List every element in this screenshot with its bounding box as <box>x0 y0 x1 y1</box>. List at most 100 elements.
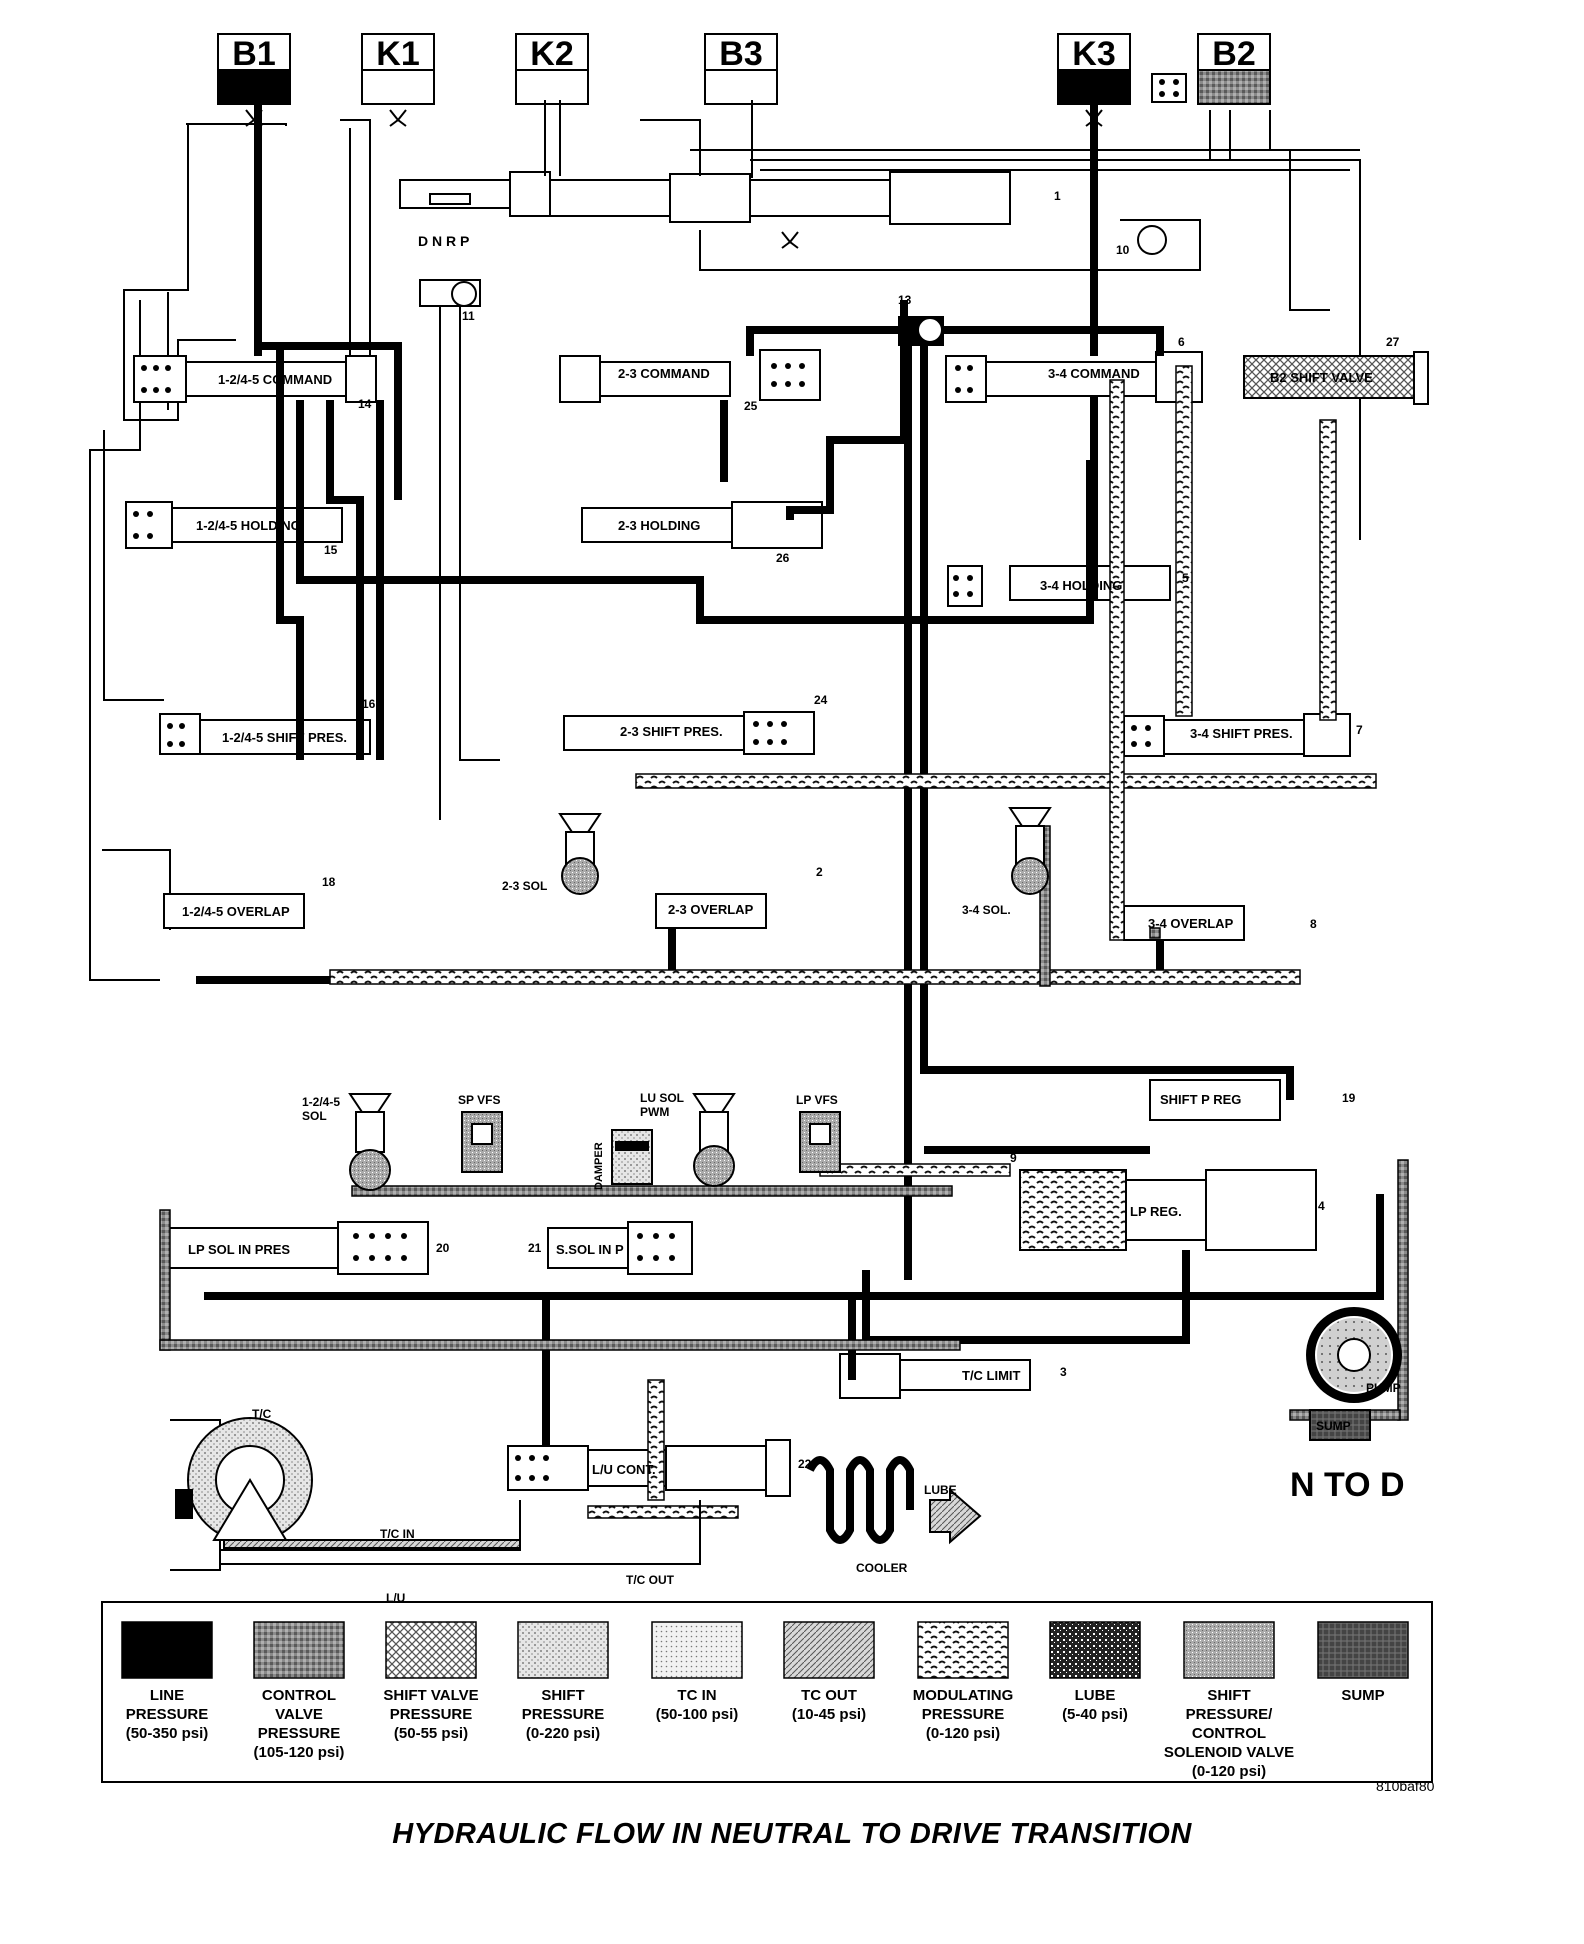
valve-lu-cont-label: L/U CONT. <box>592 1462 656 1477</box>
legend-control-4: (105-120 psi) <box>254 1744 345 1761</box>
clutch-k1-label: K1 <box>376 35 419 73</box>
ref-21: 21 <box>528 1241 542 1255</box>
valve-34-shiftpres-label: 3-4 SHIFT PRES. <box>1190 726 1293 741</box>
figure-code: 810baf80 <box>1376 1778 1435 1794</box>
legend-control-1: CONTROL <box>262 1687 336 1704</box>
legend-tcin-2: (50-100 psi) <box>656 1706 739 1723</box>
check-ball-13 <box>898 316 944 346</box>
legend-swatch-tcout <box>783 1621 875 1679</box>
manual-positions-label: D N R P <box>418 233 469 249</box>
legend-shift-1: SHIFT <box>541 1687 584 1704</box>
legend-tcout-1: TC OUT <box>801 1687 857 1704</box>
figure-caption: HYDRAULIC FLOW IN NEUTRAL TO DRIVE TRANS… <box>392 1818 1192 1850</box>
solenoid-34 <box>1008 807 1052 895</box>
legend-modulating-2: PRESSURE <box>922 1706 1005 1723</box>
legend-shiftsol-5: (0-120 psi) <box>1192 1763 1266 1780</box>
valve-b2-shift-label: B2 SHIFT VALVE <box>1270 370 1373 385</box>
valve-23-command-label: 2-3 COMMAND <box>618 366 710 381</box>
legend-shiftsol-2: PRESSURE/ <box>1186 1706 1274 1723</box>
ref-3: 3 <box>1060 1365 1067 1379</box>
legend-shift-2: PRESSURE <box>522 1706 605 1723</box>
cooler-label: COOLER <box>856 1561 908 1575</box>
ref-25: 25 <box>744 399 758 413</box>
legend-line-2: PRESSURE <box>126 1706 209 1723</box>
pump-label: PUMP <box>1366 1381 1401 1395</box>
tc-out-label: T/C OUT <box>626 1573 675 1587</box>
valve-23-overlap-label: 2-3 OVERLAP <box>668 902 754 917</box>
ref-13: 13 <box>898 293 912 307</box>
legend-control-2: VALVE <box>275 1706 323 1723</box>
valve-34-overlap-label: 3-4 OVERLAP <box>1148 916 1234 931</box>
solenoid-1245 <box>348 1093 392 1191</box>
valve-34-command-label: 3-4 COMMAND <box>1048 366 1140 381</box>
legend-lube-1: LUBE <box>1075 1687 1116 1704</box>
clutch-k3: K3 <box>1057 33 1131 105</box>
legend-line-1: LINE <box>150 1687 184 1704</box>
lube-label: LUBE <box>924 1483 957 1497</box>
valve-23-holding-label: 2-3 HOLDING <box>618 518 700 533</box>
tc-label: T/C <box>252 1407 272 1421</box>
valve-1245-overlap-label: 1-2/4-5 OVERLAP <box>182 904 290 919</box>
ref-10: 10 <box>1116 243 1130 257</box>
valve-lp-sol-in-pres-label: LP SOL IN PRES <box>188 1242 290 1257</box>
pump <box>1306 1307 1402 1441</box>
ref-27: 27 <box>1386 335 1400 349</box>
valve-s-sol-in-p-label: S.SOL IN P <box>556 1242 624 1257</box>
legend-line-3: (50-350 psi) <box>126 1725 209 1742</box>
ref-7: 7 <box>1356 723 1363 737</box>
ref-11: 11 <box>462 309 475 323</box>
clutch-k2-label: K2 <box>530 35 573 73</box>
legend-shiftvalve-3: (50-55 psi) <box>394 1725 468 1742</box>
passage-network-control <box>89 100 1361 981</box>
sp-vfs-label: SP VFS <box>458 1093 500 1107</box>
valve-1245-holding-label: 1-2/4-5 HOLDING <box>196 518 301 533</box>
damper-label: DAMPER <box>593 1142 605 1190</box>
legend-swatch-tcin <box>651 1621 743 1679</box>
ref-4: 4 <box>1318 1199 1325 1213</box>
legend-modulating-1: MODULATING <box>913 1687 1014 1704</box>
legend-swatch-control <box>253 1621 345 1679</box>
cooler <box>806 1456 982 1545</box>
clutch-b1-label: B1 <box>232 35 275 73</box>
clutch-b3: B3 <box>704 33 778 105</box>
clutch-b2-label: B2 <box>1212 35 1255 73</box>
legend-shiftvalve-1: SHIFT VALVE <box>383 1687 478 1704</box>
legend-swatch-lube <box>1049 1621 1141 1679</box>
spring-blocks <box>133 363 1151 1481</box>
clutch-b2: B2 <box>1151 33 1271 105</box>
valve-bodies <box>125 349 1429 1497</box>
legend-shift-3: (0-220 psi) <box>526 1725 600 1742</box>
clutch-k2: K2 <box>515 33 589 105</box>
clutch-b1: B1 <box>217 33 291 105</box>
legend-swatch-shiftsol <box>1183 1621 1275 1679</box>
legend-modulating-3: (0-120 psi) <box>926 1725 1000 1742</box>
tc-in-label: T/C IN <box>380 1527 415 1541</box>
ref-15: 15 <box>324 543 338 557</box>
ref-5: 5 <box>1182 571 1189 585</box>
legend-swatch-shiftvalve <box>385 1621 477 1679</box>
legend-tcout-2: (10-45 psi) <box>792 1706 866 1723</box>
valve-tc-limit-label: T/C LIMIT <box>962 1368 1021 1383</box>
solenoid-lu <box>692 1093 736 1187</box>
ref-14: 14 <box>358 397 372 411</box>
legend-swatch-shift <box>517 1621 609 1679</box>
mode-label: N TO D <box>1290 1466 1405 1504</box>
legend-sump-1: SUMP <box>1341 1687 1384 1704</box>
solenoid-23 <box>558 813 602 895</box>
ref-1: 1 <box>1054 189 1061 203</box>
legend-swatch-sump <box>1317 1621 1409 1679</box>
legend-swatch-line <box>121 1621 213 1679</box>
ref-16: 16 <box>362 697 376 711</box>
valve-lp-reg-label: LP REG. <box>1130 1204 1182 1219</box>
ref-2: 2 <box>816 865 823 879</box>
sol-34-label: 3-4 SOL. <box>962 903 1011 917</box>
valve-34-holding-label: 3-4 HOLDING <box>1040 578 1122 593</box>
ref-22: 22 <box>798 1457 812 1471</box>
valve-1245-command-label: 1-2/4-5 COMMAND <box>218 372 332 387</box>
legend-control-3: PRESSURE <box>258 1725 341 1742</box>
diagram-labels: D N R P 1-2/4-5 COMMAND 2-3 COMMAND 3-4 … <box>182 189 1401 1605</box>
legend: LINE PRESSURE (50-350 psi) CONTROL VALVE… <box>101 1601 1433 1783</box>
modulating-passages <box>329 365 1377 1519</box>
